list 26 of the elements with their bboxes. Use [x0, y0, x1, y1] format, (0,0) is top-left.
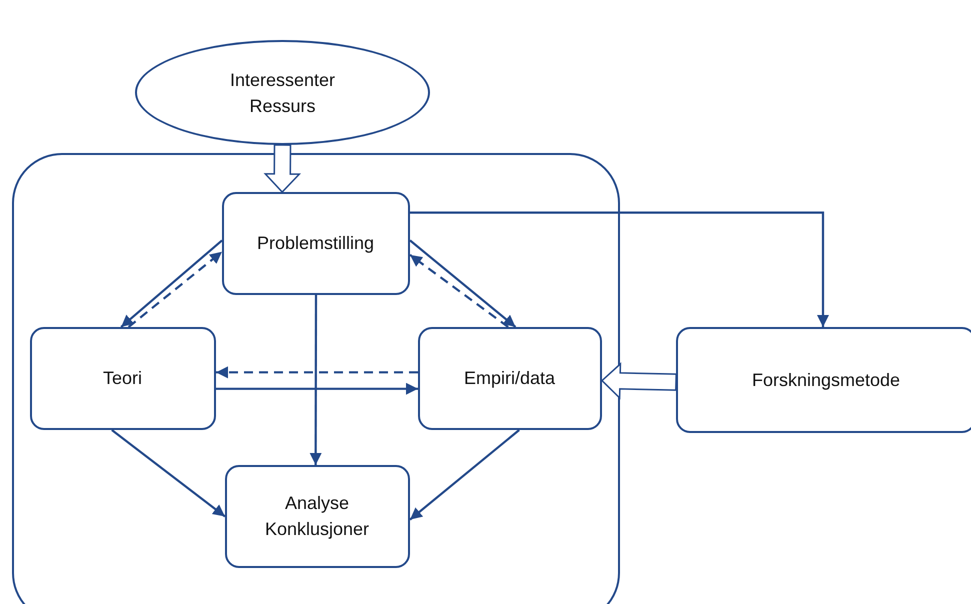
arrow [410, 212, 829, 327]
arrow [409, 429, 520, 520]
arrow [111, 429, 226, 518]
process-box [222, 192, 410, 294]
arrow [310, 295, 322, 465]
node-label: Empiri/data [464, 367, 556, 390]
process-box [30, 326, 216, 430]
node-label: Ressurs [249, 94, 316, 118]
node-label: Problemstilling [256, 232, 374, 255]
process-box [676, 327, 971, 433]
process-box [418, 326, 602, 430]
arrow [409, 240, 516, 328]
dashed-arrow [216, 366, 418, 378]
node-label: Konklusjoner [264, 518, 370, 541]
arrow [216, 382, 418, 395]
dashed-arrow [409, 254, 509, 328]
block-arrow [600, 362, 677, 400]
node-label: Interessenter [230, 68, 336, 92]
dashed-arrow [128, 250, 223, 328]
arrow [120, 240, 223, 328]
node-label: Teori [102, 367, 142, 390]
block-arrow [264, 144, 302, 194]
process-box [224, 464, 410, 568]
node-label: Analyse [284, 492, 350, 515]
container-frame [12, 153, 620, 604]
node-label: Forskningsmetode [752, 369, 900, 392]
